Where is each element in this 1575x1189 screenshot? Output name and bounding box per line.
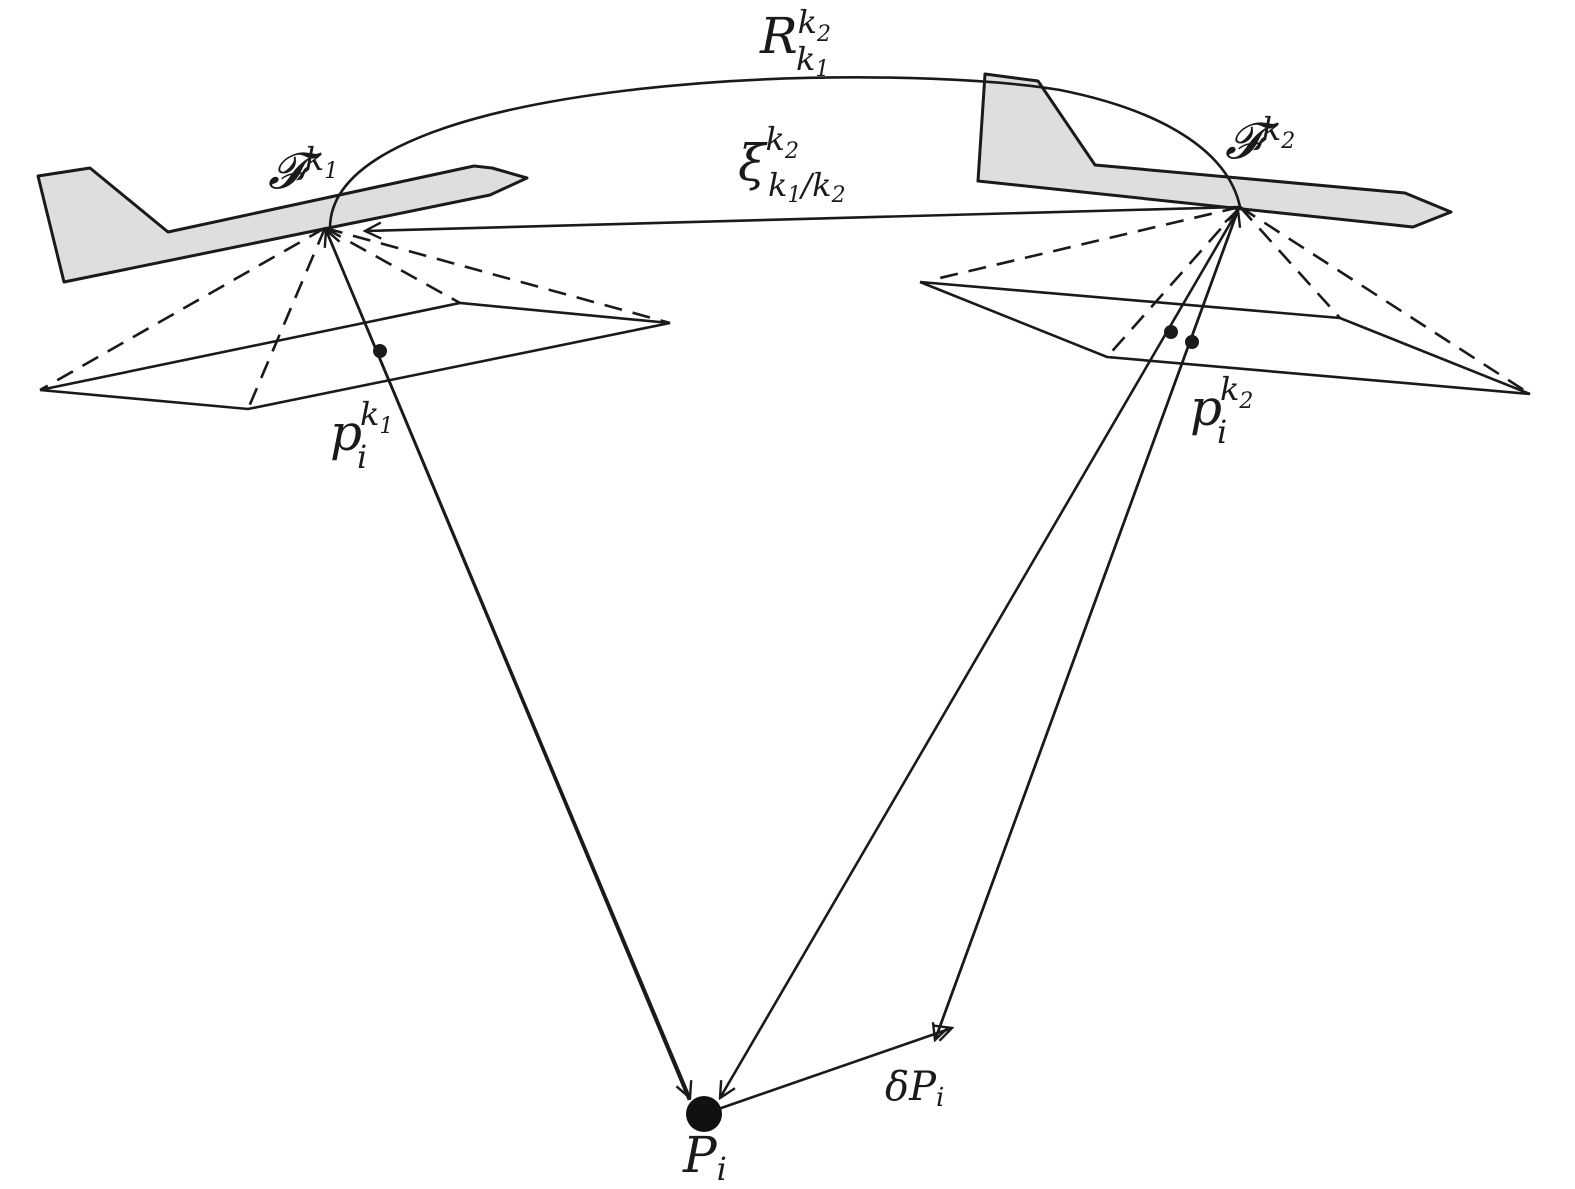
rotation-label-sub: k1: [796, 40, 829, 82]
projection-point-2b: [1185, 335, 1199, 349]
projection-2-label-sub: i: [1217, 413, 1227, 451]
image-plane-1: [39, 226, 671, 411]
ray-camera-1-to-point: [324, 229, 690, 1098]
translation-label: ξk2: [738, 120, 799, 192]
image-plane-2: [919, 205, 1531, 396]
displacement-label: δPi: [885, 1064, 944, 1113]
projection-1-label-sup: k1: [360, 395, 393, 439]
projection-1-label: p: [330, 404, 362, 462]
projection-1-label-sub: i: [357, 438, 367, 476]
frame-2-label: 𝓕k2: [1225, 110, 1295, 170]
projection-point-1: [373, 344, 387, 358]
projection-2-label: p: [1190, 379, 1222, 437]
aircraft-2-icon: [976, 72, 1453, 229]
world-point-marker: [686, 1096, 722, 1132]
rotation-label: Rk2: [759, 3, 831, 65]
aircraft-1-icon: [36, 164, 529, 284]
ray-displaced-to-camera-2: [933, 210, 1238, 1041]
frame-1-label: 𝓕k1: [268, 140, 338, 200]
translation-arrow: [365, 205, 1241, 231]
projection-point-2a: [1164, 325, 1178, 339]
translation-label-sub: k1/k2: [768, 166, 846, 208]
ray-camera-2-to-point: [720, 209, 1240, 1098]
rotation-arc: [328, 76, 1242, 229]
projection-2-label-sup: k2: [1220, 370, 1253, 414]
world-point-label: Pi: [682, 1126, 727, 1188]
displacement-arrow: [703, 1028, 952, 1116]
